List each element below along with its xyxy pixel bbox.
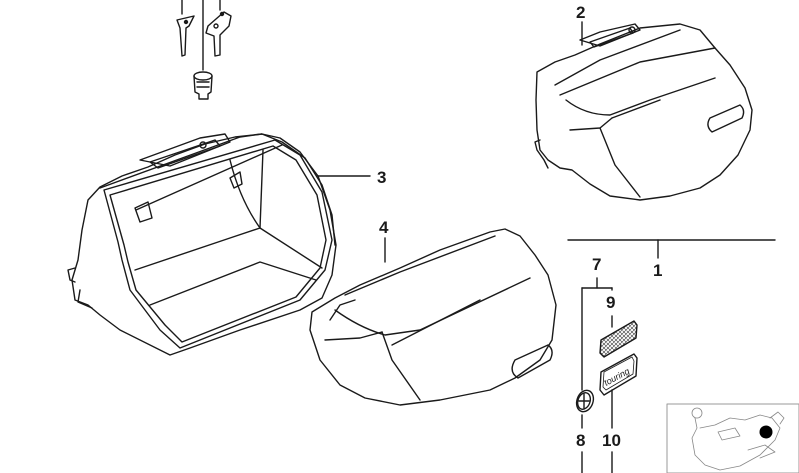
callout-3: 3 xyxy=(377,168,387,187)
location-thumbnail xyxy=(666,403,799,473)
callout-9: 9 xyxy=(606,293,616,312)
location-marker xyxy=(759,425,773,439)
key-icon xyxy=(205,11,232,57)
key-icon xyxy=(176,15,195,57)
side-case-cover xyxy=(309,228,557,406)
callout-7: 7 xyxy=(592,255,602,274)
side-case-assembled xyxy=(534,21,753,201)
callout-4: 4 xyxy=(379,218,389,237)
touring-badge-icon: touring xyxy=(599,353,638,396)
roundel-badge-icon xyxy=(575,389,595,413)
callout-10: 10 xyxy=(602,431,621,450)
lock-cylinder-icon xyxy=(193,71,213,100)
reflector-strip-icon xyxy=(599,320,638,358)
side-case-shell xyxy=(67,133,337,356)
callout-8: 8 xyxy=(576,431,586,450)
callout-2: 2 xyxy=(576,3,586,22)
callout-1: 1 xyxy=(653,261,663,280)
